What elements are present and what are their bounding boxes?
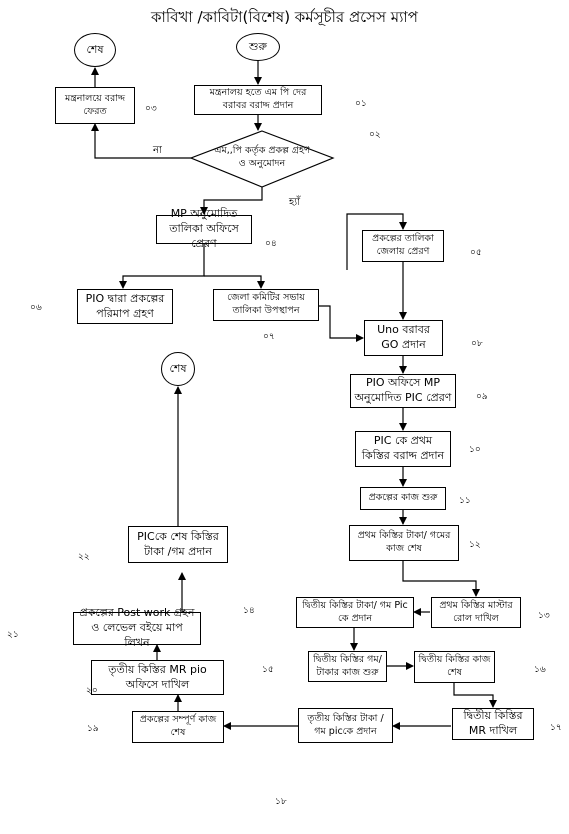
end-terminal-bottom: শেষ — [161, 352, 195, 386]
step-number: ০৯ — [476, 392, 488, 402]
step-number: ০৮ — [471, 339, 483, 349]
step-number: ১১ — [459, 496, 471, 506]
step-number: ০৬ — [30, 303, 42, 313]
step-pio-measurement: PIO দ্বারা প্রকল্পের পরিমাপ গ্রহণ — [77, 289, 173, 324]
step-pic-last-installment: PICকে শেষ কিস্তির টাকা /গম প্রদান — [128, 526, 228, 563]
decision-approval: এম,,পি কর্তৃক প্রকল্প গ্রহণ ও অনুমোদন — [214, 145, 310, 169]
step-post-work: প্রকল্পের Post work গ্রহন ও লেভেল বইয়ে … — [73, 606, 201, 649]
step-second-work-start: দ্বিতীয় কিস্তির গম/ টাকার কাজ শুরু — [308, 651, 387, 682]
step-number: ১৬ — [534, 665, 546, 675]
step-number: ১৭ — [550, 723, 562, 733]
step-number: ১৩ — [538, 611, 550, 621]
step-third-mr-pio: তৃতীয় কিস্তির MR pio অফিসে দাখিল — [91, 660, 224, 695]
step-number: ০৪ — [265, 239, 277, 249]
step-uno-go: Uno বরাবর GO প্রদান — [364, 320, 443, 356]
step-second-mr: দ্বিতীয় কিস্তির MR দাখিল — [452, 708, 534, 740]
step-number: ১৮ — [275, 797, 287, 807]
step-number: ০৩ — [145, 104, 157, 114]
step-mp-list: MP অনুমোদিত তালিকা অফিসে প্রেরণ — [156, 207, 252, 250]
label-yes: হ্যাঁ — [289, 197, 301, 208]
label-no: না — [153, 145, 162, 156]
step-number: ২০ — [86, 686, 98, 696]
step-work-start: প্রকল্পের কাজ শুরু — [360, 487, 446, 510]
step-district-committee: জেলা কমিটির সভায় তালিকা উপস্থাপন — [213, 289, 319, 321]
step-list-to-district: প্রকল্পের তালিকা জেলায় প্রেরণ — [362, 230, 444, 262]
step-second-work-done: দ্বিতীয় কিস্তির কাজ শেষ — [414, 651, 495, 683]
step-first-work-done: প্রথম কিস্তির টাকা/ গমের কাজ শেষ — [349, 525, 459, 561]
step-pic-first-installment: PIC কে প্রথম কিস্তির বরাদ্দ প্রদান — [355, 431, 451, 467]
step-first-master-roll: প্রথম কিস্তির মাস্টার রোল দাখিল — [431, 597, 521, 628]
step-number: ১৪ — [243, 606, 255, 616]
step-pio-pic: PIO অফিসে MP অনুমোদিত PIC প্রেরণ — [350, 374, 456, 408]
start-terminal: শুরু — [236, 33, 280, 61]
page-title: কাবিখা /কাবিটা(বিশেষ) কর্মসূচীর প্রসেস ম… — [151, 8, 418, 26]
step-number: ১৯ — [87, 724, 99, 734]
step-second-to-pic: দ্বিতীয় কিস্তির টাকা/ গম Pic কে প্রদান — [296, 597, 414, 628]
step-number: ০২ — [369, 130, 381, 140]
end-terminal-top: শেষ — [74, 33, 116, 67]
step-number: ০১ — [355, 99, 367, 109]
step-number: ২১ — [7, 630, 19, 640]
step-number: ০৫ — [470, 248, 482, 258]
step-return-allocation: মন্ত্রনালয়ে বরাদ্দ ফেরত — [55, 87, 135, 124]
step-number: ২২ — [78, 552, 90, 562]
step-number: ১৫ — [262, 665, 274, 675]
step-number: ১২ — [469, 540, 481, 550]
step-number: ১০ — [469, 445, 481, 455]
step-project-complete: প্রকল্পের সম্পূর্ণ কাজ শেষ — [132, 711, 224, 743]
step-number: ০৭ — [263, 332, 275, 342]
step-ministry-allocation: মন্ত্রনালয় হতে এম পি দের বরাবর বরাদ্দ প… — [194, 85, 322, 115]
step-third-to-pic: তৃতীয় কিস্তির টাকা / গম picকে প্রদান — [298, 708, 393, 743]
